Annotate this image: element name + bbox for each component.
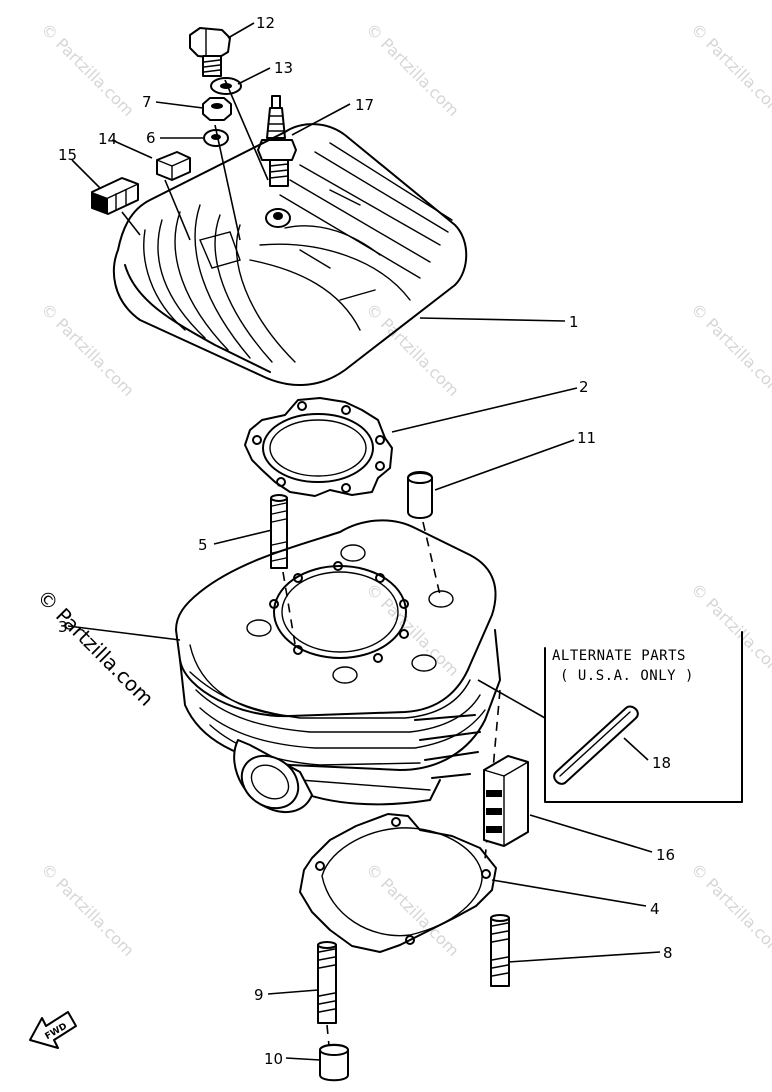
callouts: 12 13 7 17 14 6 15 1 2 11 5 3 18 16 4 8 … <box>58 14 675 1068</box>
part-15-damper <box>91 177 139 215</box>
callout-15: 15 <box>58 146 77 164</box>
callout-13: 13 <box>274 59 293 77</box>
watermark: © Partzilla.com <box>37 859 138 960</box>
callout-4: 4 <box>650 900 660 918</box>
callout-1: 1 <box>569 313 579 331</box>
callout-9: 9 <box>254 986 264 1004</box>
watermark: © Partzilla.com <box>362 299 463 400</box>
leader-lines <box>67 22 661 1061</box>
part-4-base-gasket <box>299 813 497 953</box>
watermark: © Partzilla.com <box>687 859 772 960</box>
part-17-spark-plug <box>257 95 297 187</box>
callout-14: 14 <box>98 130 117 148</box>
callout-7: 7 <box>142 93 152 111</box>
callout-16: 16 <box>656 846 675 864</box>
part-5-stud <box>270 494 288 569</box>
alternate-parts-box: ALTERNATE PARTS ( U.S.A. ONLY ) <box>544 631 743 803</box>
part-9-stud <box>317 941 337 1047</box>
part-8-stud <box>490 914 510 987</box>
watermark-layer: © Partzilla.com © Partzilla.com © Partzi… <box>32 19 772 960</box>
watermark-main: © Partzilla.com <box>32 585 158 711</box>
callout-3: 3 <box>58 618 68 636</box>
part-1-cylinder-head <box>112 123 468 386</box>
callout-18: 18 <box>652 754 671 772</box>
watermark: © Partzilla.com <box>37 299 138 400</box>
part-3-cylinder <box>175 519 501 813</box>
part-13-washer <box>210 77 242 95</box>
watermark: © Partzilla.com <box>362 859 463 960</box>
callout-10: 10 <box>264 1050 283 1068</box>
part-11-dowel <box>407 471 433 519</box>
watermark: © Partzilla.com <box>362 19 463 120</box>
part-2-head-gasket <box>244 397 393 497</box>
part-7-nut <box>202 97 232 121</box>
callout-8: 8 <box>663 944 673 962</box>
part-18-pin <box>553 705 639 785</box>
watermark: © Partzilla.com <box>687 579 772 680</box>
watermark: © Partzilla.com <box>687 19 772 120</box>
callout-12: 12 <box>256 14 275 32</box>
callout-11: 11 <box>577 429 596 447</box>
alignment-lines <box>282 521 501 861</box>
forward-arrow-icon: FWD <box>29 1011 77 1049</box>
watermark: © Partzilla.com <box>687 299 772 400</box>
callout-2: 2 <box>579 378 589 396</box>
part-16-damper <box>483 755 529 847</box>
callout-6: 6 <box>146 129 156 147</box>
part-12-bolt <box>189 27 231 77</box>
watermark: © Partzilla.com <box>37 19 138 120</box>
alternate-parts-subtitle: ( U.S.A. ONLY ) <box>560 668 694 684</box>
callout-5: 5 <box>198 536 208 554</box>
alternate-parts-title: ALTERNATE PARTS <box>552 648 686 664</box>
callout-17: 17 <box>355 96 374 114</box>
part-10-dowel <box>319 1043 349 1082</box>
part-14-damper <box>156 151 191 181</box>
